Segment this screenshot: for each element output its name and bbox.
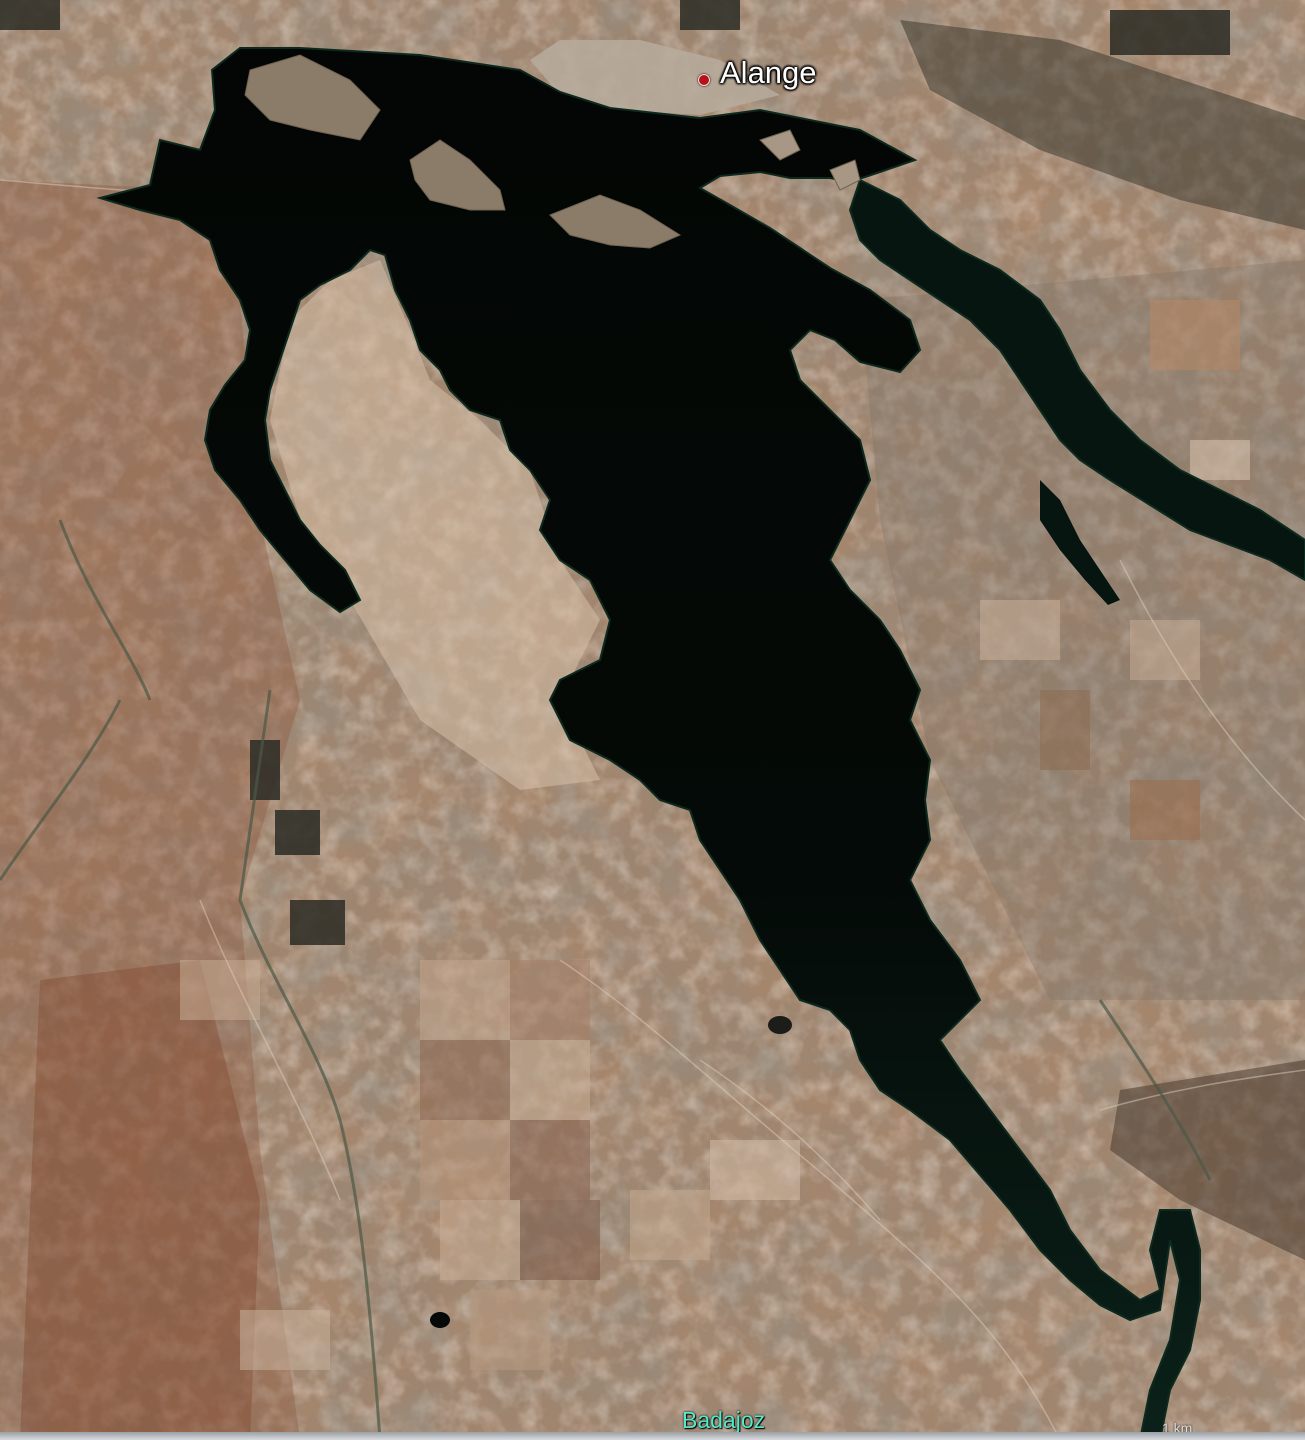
- land-red-southwest: [20, 960, 260, 1440]
- small-pond: [430, 1312, 450, 1328]
- islands: [244, 54, 861, 249]
- field-plots: [180, 300, 1250, 1370]
- town-label[interactable]: Alange: [720, 55, 817, 90]
- reservoir-water: [96, 47, 1201, 1440]
- town-marker-icon[interactable]: [698, 74, 710, 86]
- bottom-status-bar: [0, 1432, 1305, 1440]
- land-pale-peninsula: [270, 260, 600, 790]
- region-label: Badajoz: [682, 1407, 766, 1433]
- ridge-northeast: [900, 20, 1305, 230]
- streams: [0, 519, 1212, 1440]
- reservoir-east-inlet: [1040, 480, 1120, 605]
- ridge-southeast: [1110, 1060, 1305, 1260]
- town-built-area: [530, 40, 780, 115]
- reservoir-northeast-arm: [848, 178, 1305, 582]
- land-red-west: [0, 180, 300, 1440]
- small-pond-2: [768, 1016, 792, 1034]
